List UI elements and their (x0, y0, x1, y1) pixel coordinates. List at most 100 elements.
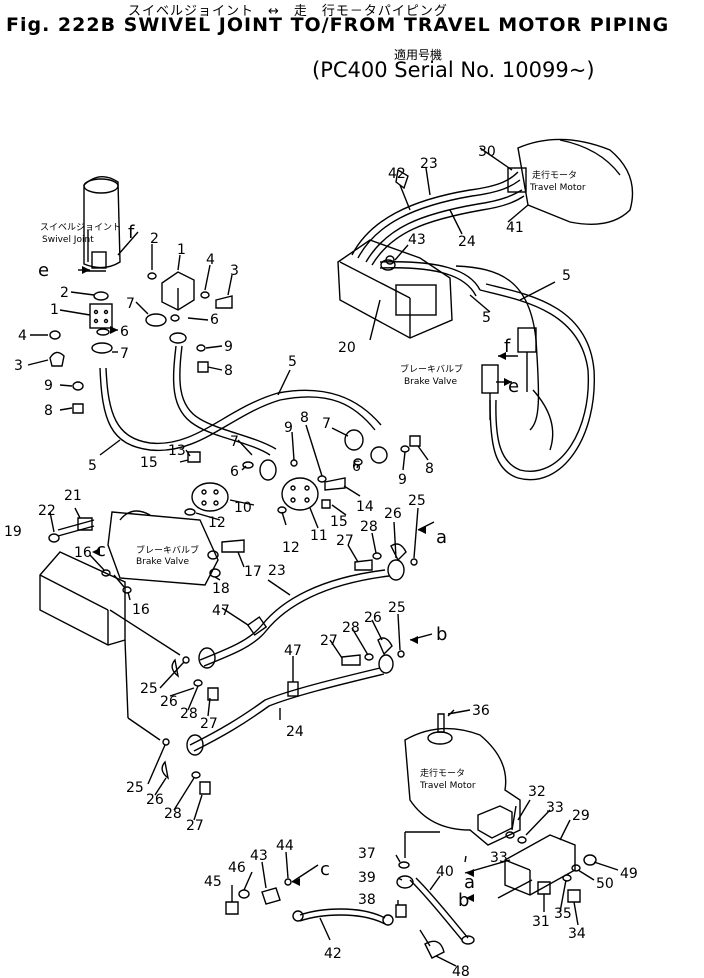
part-number: 47 (212, 603, 230, 619)
part-number: 28 (180, 706, 198, 722)
part-number: 6 (352, 459, 361, 475)
brake-valve-left-label-jp: ブレーキバルブ (136, 544, 199, 556)
part-number: 6 (120, 324, 129, 340)
title-japanese: スイベルジョイント ↔ 走 行モ－タパイピング (128, 4, 448, 19)
part-number: 29 (572, 808, 590, 824)
part-number: 1 (50, 302, 59, 318)
part-number: 2 (60, 285, 69, 301)
part-number: 7 (322, 416, 331, 432)
part-number: 24 (286, 724, 304, 740)
part-number: 8 (425, 461, 434, 477)
part-number: 22 (38, 503, 56, 519)
ref-e-right: e (508, 376, 519, 397)
part-number: 41 (506, 220, 524, 236)
part-number: 43 (408, 232, 426, 248)
figure-title: Fig. 222B SWIVEL JOINT TO/FROM TRAVEL MO… (6, 14, 670, 36)
part-number: 23 (420, 156, 438, 172)
part-number: 12 (282, 540, 300, 556)
part-number: 30 (478, 144, 496, 160)
swivel-joint (83, 176, 121, 269)
part-number: 37 (358, 846, 376, 862)
part-number: 15 (140, 455, 158, 471)
part-number: 50 (596, 876, 614, 892)
part-number: 34 (568, 926, 586, 942)
part-number: 31 (532, 914, 550, 930)
part-number: 47 (284, 643, 302, 659)
part-number: 6 (210, 312, 219, 328)
part-number: 15 (330, 514, 348, 530)
part-number: 27 (336, 533, 354, 549)
part-number: 33 (546, 800, 564, 816)
travel-motor-top-label-jp: 走行モータ (532, 169, 577, 181)
part-number: 8 (224, 363, 233, 379)
part-number: 12 (208, 515, 226, 531)
part-number: 27 (186, 818, 204, 834)
part-number: 2 (150, 231, 159, 247)
block-1-top (161, 271, 195, 311)
swivel-joint-label-jp: スイベルジョイント (40, 223, 121, 233)
part-number: 14 (356, 499, 374, 515)
part-number: 48 (452, 964, 470, 978)
ref-c-bottom: c (320, 859, 330, 880)
part-number: 35 (554, 906, 572, 922)
part-number: 3 (14, 358, 23, 374)
part-number: 13 (168, 443, 186, 459)
part-number: 27 (200, 716, 218, 732)
part-number: 4 (206, 252, 215, 268)
part-number: 45 (204, 874, 222, 890)
part-number: 7 (230, 434, 239, 450)
part-number: 42 (388, 166, 406, 182)
travel-motor-top (507, 138, 634, 225)
part-number: 8 (44, 403, 53, 419)
part-number: 44 (276, 838, 294, 854)
part-number: 28 (164, 806, 182, 822)
part-number: 39 (358, 870, 376, 886)
part-number: 16 (132, 602, 150, 618)
block-29 (504, 834, 576, 896)
part-number: 4 (18, 328, 27, 344)
ref-f-right: f (504, 336, 511, 357)
part-number: 26 (364, 610, 382, 626)
applicability-japanese: 適用号機 (394, 48, 443, 62)
brake-valve-right-label-jp: ブレーキバルブ (400, 363, 463, 375)
part-number: 33 (490, 850, 508, 866)
part-number: 5 (562, 268, 571, 284)
travel-motor-top-label: Travel Motor (529, 183, 586, 193)
part-number: 19 (4, 524, 22, 540)
part-number: 18 (212, 581, 230, 597)
part-number: 1 (177, 242, 186, 258)
brake-valve-left (107, 510, 219, 586)
part-number: 8 (300, 410, 309, 426)
part-number: 10 (234, 500, 252, 516)
ref-b: b (436, 624, 447, 645)
part-number: 42 (324, 946, 342, 962)
part-number: 6 (230, 464, 239, 480)
part-number: 24 (458, 234, 476, 250)
part-number: 28 (342, 620, 360, 636)
part-number: 49 (620, 866, 638, 882)
part-number: 25 (388, 600, 406, 616)
ref-c-left: c (96, 540, 106, 561)
swivel-joint-label: Swivel Joint (42, 235, 94, 245)
part-number: 40 (436, 864, 454, 880)
ref-b-bottom: b (458, 890, 469, 911)
part-number: 20 (338, 340, 356, 356)
ref-f-left: f (128, 222, 135, 243)
part-number: 3 (230, 263, 239, 279)
part-number: 46 (228, 860, 246, 876)
part-number: 25 (140, 681, 158, 697)
ref-e-left: e (38, 260, 49, 281)
part-number: 9 (398, 472, 407, 488)
block-1-left (89, 303, 113, 329)
part-number: 23 (268, 563, 286, 579)
part-number: 28 (360, 519, 378, 535)
travel-motor-bottom-label-jp: 走行モータ (420, 767, 465, 779)
part-number: 9 (224, 339, 233, 355)
applicability-serial: (PC400 Serial No. 10099~) (312, 58, 595, 82)
travel-motor-bottom-label: Travel Motor (419, 781, 476, 791)
part-number: 9 (284, 420, 293, 436)
part-number: 16 (74, 545, 92, 561)
part-number: 43 (250, 848, 268, 864)
